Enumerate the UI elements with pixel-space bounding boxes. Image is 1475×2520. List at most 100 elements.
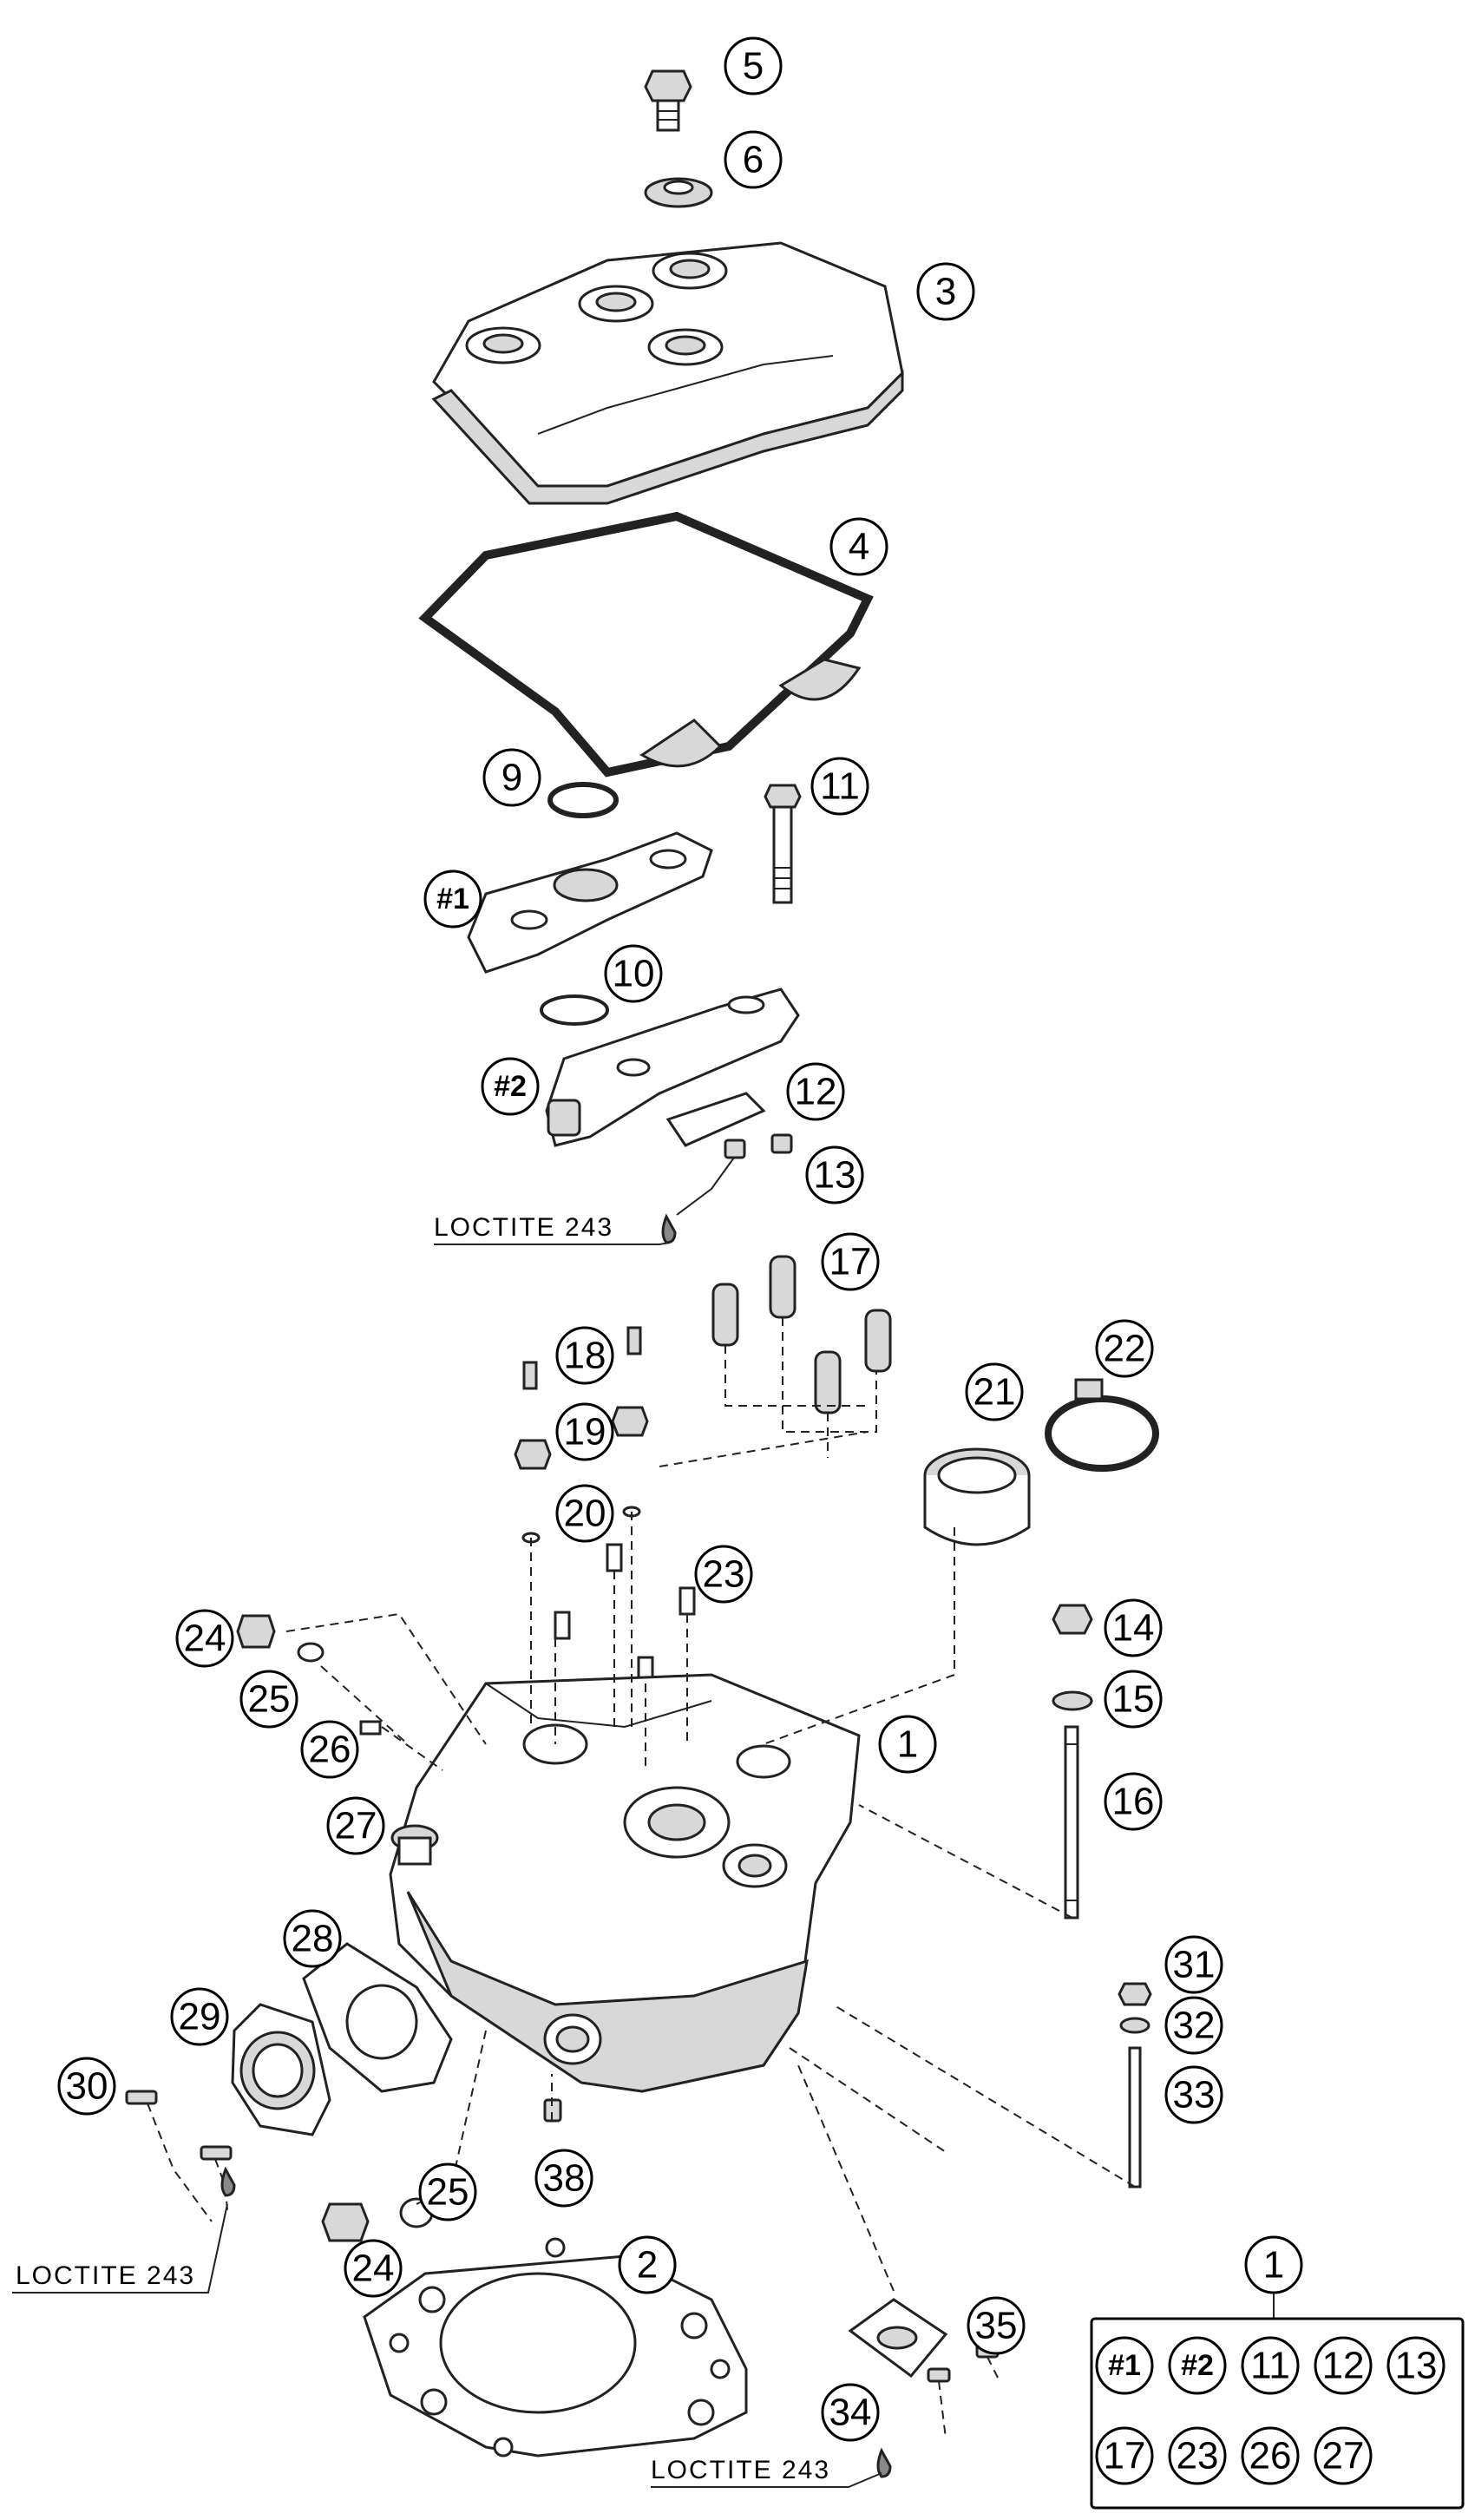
part-1-upper-bridge	[467, 831, 713, 974]
loctite-drop-left	[220, 2166, 236, 2197]
kit-row1: #1 #2 11 12 13	[1095, 2336, 1446, 2395]
part-14-nut	[1052, 1604, 1093, 1635]
part-9-ring	[547, 782, 619, 818]
callout-30: 30	[57, 2057, 116, 2116]
callout-34: 34	[821, 2383, 880, 2442]
svg-text:3: 3	[935, 271, 956, 313]
part-22-clamp	[1045, 1378, 1159, 1472]
callout-#1: #1	[423, 870, 482, 929]
callout-21: 21	[965, 1362, 1024, 1421]
part-17-cam-followers	[711, 1255, 892, 1458]
svg-text:9: 9	[502, 757, 522, 799]
part-34-cover-plate	[848, 2298, 948, 2379]
part-15-washer	[1052, 1690, 1093, 1711]
svg-text:2: 2	[637, 2244, 658, 2287]
part-24-plug-lower	[321, 2202, 370, 2242]
svg-text:13: 13	[814, 1154, 856, 1197]
loctite-note-top: LOCTITE 243	[434, 1213, 613, 1242]
part-11-long-bolt	[764, 784, 802, 904]
svg-text:19: 19	[564, 1411, 606, 1454]
svg-text:10: 10	[613, 953, 655, 995]
callout-17: 17	[821, 1232, 880, 1291]
svg-text:15: 15	[1112, 1678, 1155, 1721]
callout-24-upper: 24	[175, 1609, 234, 1668]
callout-3: 3	[916, 262, 975, 321]
part-2-lower-bridge	[545, 988, 800, 1147]
svg-text:27: 27	[1322, 2435, 1365, 2477]
svg-text:#2: #2	[1181, 2349, 1214, 2382]
svg-text:1: 1	[1263, 2244, 1284, 2287]
svg-text:21: 21	[974, 1371, 1016, 1414]
loctite-bottom-leader	[651, 2472, 882, 2488]
svg-text:27: 27	[335, 1805, 377, 1847]
kit-item: 13	[1386, 2336, 1446, 2395]
part-18-screws	[522, 1326, 642, 1390]
kit-item: 17	[1095, 2426, 1154, 2485]
part-29-exhaust-flange	[231, 2003, 331, 2136]
svg-text:22: 22	[1104, 1328, 1146, 1370]
svg-text:31: 31	[1173, 1944, 1216, 1986]
part-16-stud	[1064, 1725, 1079, 1920]
svg-text:23: 23	[703, 1553, 745, 1596]
callout-26: 26	[300, 1720, 359, 1779]
svg-text:4: 4	[849, 526, 869, 568]
svg-text:17: 17	[1104, 2435, 1146, 2477]
part-27-plug	[390, 1824, 439, 1866]
svg-text:11: 11	[1250, 2345, 1290, 2387]
callout-15: 15	[1104, 1670, 1163, 1729]
svg-text:33: 33	[1173, 2074, 1216, 2116]
part-24-plug-upper	[236, 1614, 276, 1649]
svg-text:28: 28	[292, 1918, 334, 1960]
svg-text:14: 14	[1112, 1607, 1155, 1650]
svg-text:29: 29	[179, 1996, 221, 2038]
callout-22: 22	[1095, 1319, 1154, 1378]
callout-38: 38	[534, 2149, 593, 2208]
svg-text:23: 23	[1177, 2435, 1219, 2477]
part-10-oring	[540, 994, 609, 1026]
svg-text:18: 18	[564, 1335, 606, 1377]
callout-#2: #2	[481, 1057, 540, 1116]
svg-text:11: 11	[820, 765, 860, 808]
kit-item: 12	[1314, 2336, 1373, 2395]
callout-10: 10	[604, 944, 663, 1003]
callout-19: 19	[555, 1402, 614, 1461]
callout-9: 9	[482, 748, 541, 807]
part-31-nut	[1118, 1982, 1152, 2006]
kit-row2: 17 23 26 27	[1095, 2426, 1373, 2485]
loctite-top-leader	[434, 1242, 671, 1245]
part-5-bolt	[644, 69, 692, 132]
part-1-cylinder-head	[389, 1673, 861, 2093]
part-13-screws	[676, 1133, 793, 1216]
assembly-guide-lines	[285, 1431, 1136, 2292]
loctite-note-bottom: LOCTITE 243	[651, 2456, 830, 2484]
part-30-screws	[125, 2090, 233, 2222]
kit-item: 27	[1314, 2426, 1373, 2485]
svg-text:30: 30	[66, 2065, 108, 2108]
loctite-drop-bottom	[876, 2447, 892, 2478]
callout-14: 14	[1104, 1598, 1163, 1657]
part-3-valve-cover	[431, 241, 904, 505]
part-2-head-gasket	[363, 2237, 748, 2458]
part-33-stud	[1128, 2046, 1142, 2189]
kit-header-callout: 1	[1244, 2235, 1303, 2294]
callout-11: 11	[810, 757, 869, 816]
callout-2: 2	[618, 2235, 677, 2294]
kit-item: 26	[1241, 2426, 1300, 2485]
part-4-valve-cover-gasket	[418, 511, 874, 778]
callout-35: 35	[967, 2296, 1026, 2355]
kit-item: 23	[1168, 2426, 1227, 2485]
svg-text:38: 38	[543, 2157, 586, 2200]
loctite-note-left: LOCTITE 243	[16, 2261, 195, 2290]
kit-item: #2	[1168, 2336, 1227, 2395]
callout-13: 13	[805, 1145, 864, 1204]
svg-text:25: 25	[427, 2171, 469, 2214]
svg-text:6: 6	[743, 139, 764, 181]
callout-20: 20	[555, 1484, 614, 1543]
svg-text:#2: #2	[494, 1070, 527, 1103]
part-28-exhaust-gasket	[302, 1942, 453, 2093]
svg-text:26: 26	[1249, 2435, 1292, 2477]
svg-text:12: 12	[1322, 2345, 1365, 2387]
callout-24-lower: 24	[344, 2239, 403, 2298]
svg-text:35: 35	[975, 2305, 1018, 2347]
